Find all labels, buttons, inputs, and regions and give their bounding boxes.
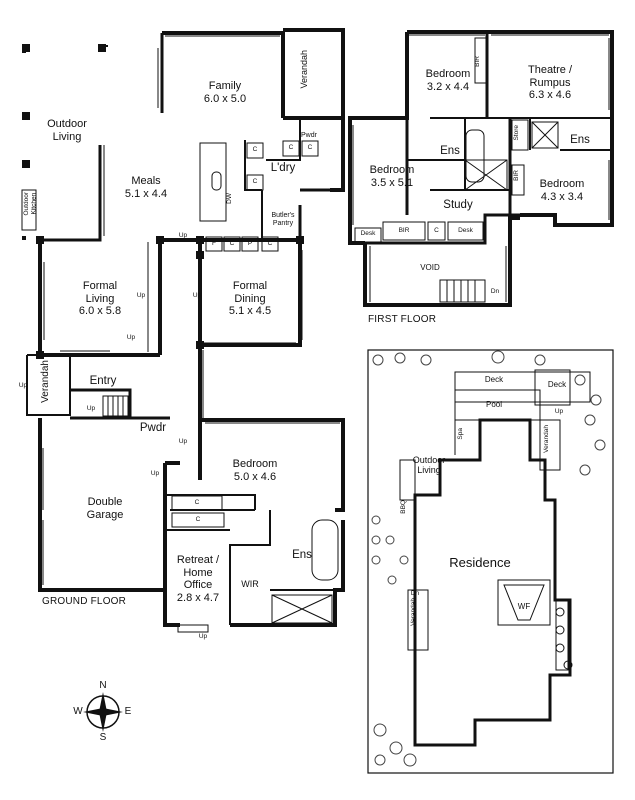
compass-north: N — [99, 680, 107, 691]
formal-living-room: Formal Living 6.0 x 5.8 — [65, 280, 135, 318]
residence-label: Residence — [449, 555, 511, 570]
compass-east: E — [124, 706, 132, 717]
bir-label: BIR — [513, 170, 520, 181]
bir-label: BIR — [474, 56, 481, 67]
first-floor-title: FIRST FLOOR — [368, 314, 437, 325]
room-dims: 5.1 x 4.5 — [228, 305, 272, 318]
cupboard-c: C — [267, 240, 273, 247]
ground-floor-title: GROUND FLOOR — [42, 596, 127, 607]
up-marker: Up — [178, 438, 188, 445]
room-name: Retreat / Home Office — [176, 554, 220, 592]
room-name: Bedroom — [232, 458, 278, 470]
family-room: Family 6.0 x 5.0 — [190, 80, 260, 105]
desk-label: Desk — [360, 230, 376, 237]
bir-label: BIR — [398, 227, 410, 234]
void-area: VOID — [420, 263, 440, 272]
cupboard-c: C — [307, 144, 313, 151]
room-name: Family — [208, 80, 242, 92]
cupboard-c: C — [229, 240, 235, 247]
outdoor-living-room: Outdoor Living — [47, 118, 87, 143]
butlers-pantry: Butler's Pantry — [271, 212, 295, 227]
room-name: Theatre / Rumpus — [527, 64, 573, 89]
dishwasher-label: DW — [226, 193, 233, 204]
cupboard-c: C — [194, 499, 200, 506]
laundry-room: L'dry — [270, 162, 296, 174]
bedroom-first-b: Bedroom 3.5 x 5.1 — [362, 164, 422, 189]
ensuite-ground: Ens — [292, 549, 312, 561]
desk-label: Desk — [458, 227, 473, 234]
room-name: Meals — [131, 175, 161, 187]
walk-in-robe: WIR — [241, 579, 259, 589]
formal-dining-room: Formal Dining 5.1 x 4.5 — [215, 280, 285, 318]
up-marker: Up — [554, 408, 564, 415]
room-name: Formal Dining — [232, 280, 268, 305]
pwdr-small: Pwdr — [301, 132, 317, 139]
double-garage: Double Garage — [86, 496, 124, 521]
room-dims: 2.8 x 4.7 — [176, 591, 220, 604]
cupboard-c: C — [195, 516, 201, 523]
retreat-room: Retreat / Home Office 2.8 x 4.7 — [168, 554, 228, 605]
room-name: Formal Living — [82, 280, 118, 305]
store-label: Store — [513, 125, 520, 141]
bedroom-ground: Bedroom 5.0 x 4.6 — [225, 458, 285, 483]
deck-label: Deck — [484, 375, 504, 384]
meals-room: Meals 5.1 x 4.4 — [115, 175, 177, 200]
cupboard-f: F — [212, 240, 216, 247]
up-marker: Up — [86, 405, 96, 412]
room-dims: 3.2 x 4.4 — [426, 80, 470, 93]
bedroom-first-a: Bedroom 3.2 x 4.4 — [418, 68, 478, 93]
verandah-top: Verandah — [299, 50, 309, 89]
up-marker: Up — [150, 470, 160, 477]
room-dims: 5.1 x 4.4 — [124, 187, 168, 200]
up-marker: Up — [136, 292, 146, 299]
entry-room: Entry — [89, 375, 117, 387]
cupboard-c: C — [434, 227, 439, 234]
verandah-site: Verandah — [543, 425, 550, 453]
pwdr-room: Pwdr — [139, 422, 167, 434]
study-room: Study — [443, 199, 473, 211]
room-dims: 4.3 x 3.4 — [540, 190, 584, 203]
room-name: Bedroom — [425, 68, 471, 80]
cupboard-c: C — [252, 146, 258, 153]
bedroom-first-c: Bedroom 4.3 x 3.4 — [532, 178, 592, 203]
deck-label: Deck — [547, 380, 567, 389]
outdoor-living-site: Outdoor Living — [412, 455, 446, 475]
compass-south: S — [99, 732, 107, 743]
cupboard-c: C — [288, 144, 294, 151]
dn-marker: Dn — [490, 288, 500, 295]
outdoor-kitchen: Outdoor Kitchen — [23, 192, 38, 216]
room-name: Bedroom — [539, 178, 585, 190]
theatre-rumpus-room: Theatre / Rumpus 6.3 x 4.6 — [520, 64, 580, 102]
verandah-site: Verandah — [410, 598, 417, 626]
ensuite-first-b: Ens — [570, 134, 590, 146]
room-name: Bedroom — [369, 164, 415, 176]
pool-label: Pool — [485, 400, 502, 409]
up-marker: Up — [192, 292, 202, 299]
ensuite-first-a: Ens — [440, 145, 460, 157]
bbq-label: BBQ — [400, 500, 407, 514]
spa-label: Spa — [457, 428, 464, 440]
verandah-entry: Verandah — [40, 360, 51, 403]
room-dims: 5.0 x 4.6 — [233, 470, 277, 483]
compass-west: W — [73, 706, 83, 717]
cupboard-c: C — [252, 178, 258, 185]
room-dims: 6.3 x 4.6 — [528, 89, 572, 102]
dn-marker: Dn — [410, 590, 420, 597]
up-marker: Up — [178, 232, 188, 239]
compass-icon — [83, 692, 123, 732]
up-marker: Up — [198, 633, 208, 640]
up-marker: Up — [18, 382, 28, 389]
room-dims: 6.0 x 5.8 — [78, 305, 122, 318]
wf-label: WF — [517, 602, 531, 611]
cupboard-p: P — [247, 240, 253, 247]
room-dims: 6.0 x 5.0 — [203, 92, 247, 105]
up-marker: Up — [126, 334, 136, 341]
room-dims: 3.5 x 5.1 — [370, 176, 414, 189]
